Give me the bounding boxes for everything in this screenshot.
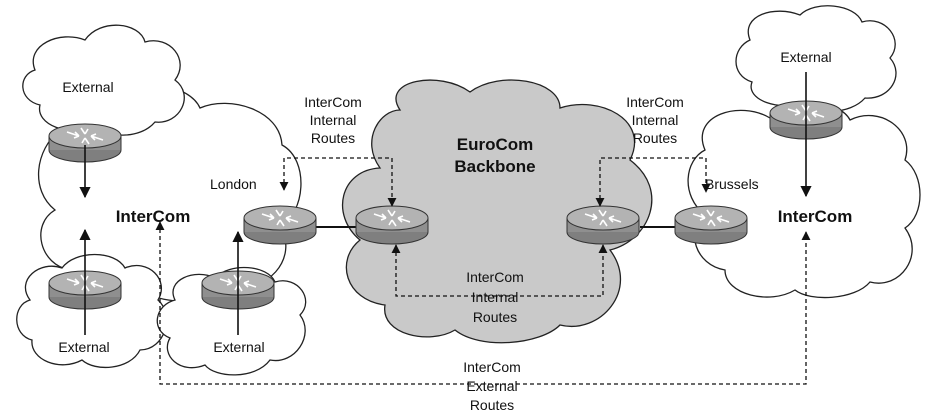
- label-external-routes-1: InterCom: [463, 359, 521, 375]
- label-backbone-line1: EuroCom: [457, 135, 534, 154]
- dashed-left-internal-routes: [279, 157, 397, 207]
- label-intercom-right: InterCom: [778, 207, 853, 226]
- label-right-internal-1: InterCom: [626, 94, 684, 110]
- label-right-internal-2: Internal: [632, 112, 679, 128]
- label-brussels: Brussels: [705, 176, 759, 192]
- label-right-internal-3: Routes: [633, 130, 677, 146]
- label-left-internal-1: InterCom: [304, 94, 362, 110]
- external-top-left-cloud: [22, 24, 185, 136]
- label-external-bottom-middle: External: [213, 339, 264, 355]
- label-backbone-line2: Backbone: [454, 157, 535, 176]
- router-backbone-right-icon: [566, 205, 640, 245]
- router-london-icon: [243, 205, 317, 245]
- label-left-internal-2: Internal: [310, 112, 357, 128]
- label-intercom-left: InterCom: [116, 207, 191, 226]
- router-brussels-icon: [674, 205, 748, 245]
- dashed-backbone-internal-routes: [391, 244, 608, 297]
- external-top-right-cloud: [735, 5, 897, 112]
- label-external-bottom-left: External: [58, 339, 109, 355]
- label-external-routes-2: External: [466, 378, 517, 394]
- label-external-top-right: External: [780, 49, 831, 65]
- label-london: London: [210, 176, 257, 192]
- label-left-internal-3: Routes: [311, 130, 355, 146]
- label-external-routes-3: Routes: [470, 397, 514, 413]
- router-backbone-left-icon: [355, 205, 429, 245]
- label-external-top-left: External: [62, 79, 113, 95]
- dashed-right-internal-routes: [595, 157, 711, 207]
- label-backbone-internal-2: Internal: [472, 289, 519, 305]
- label-backbone-internal-3: Routes: [473, 309, 517, 325]
- dashed-external-routes: [155, 221, 811, 385]
- label-backbone-internal-1: InterCom: [466, 269, 524, 285]
